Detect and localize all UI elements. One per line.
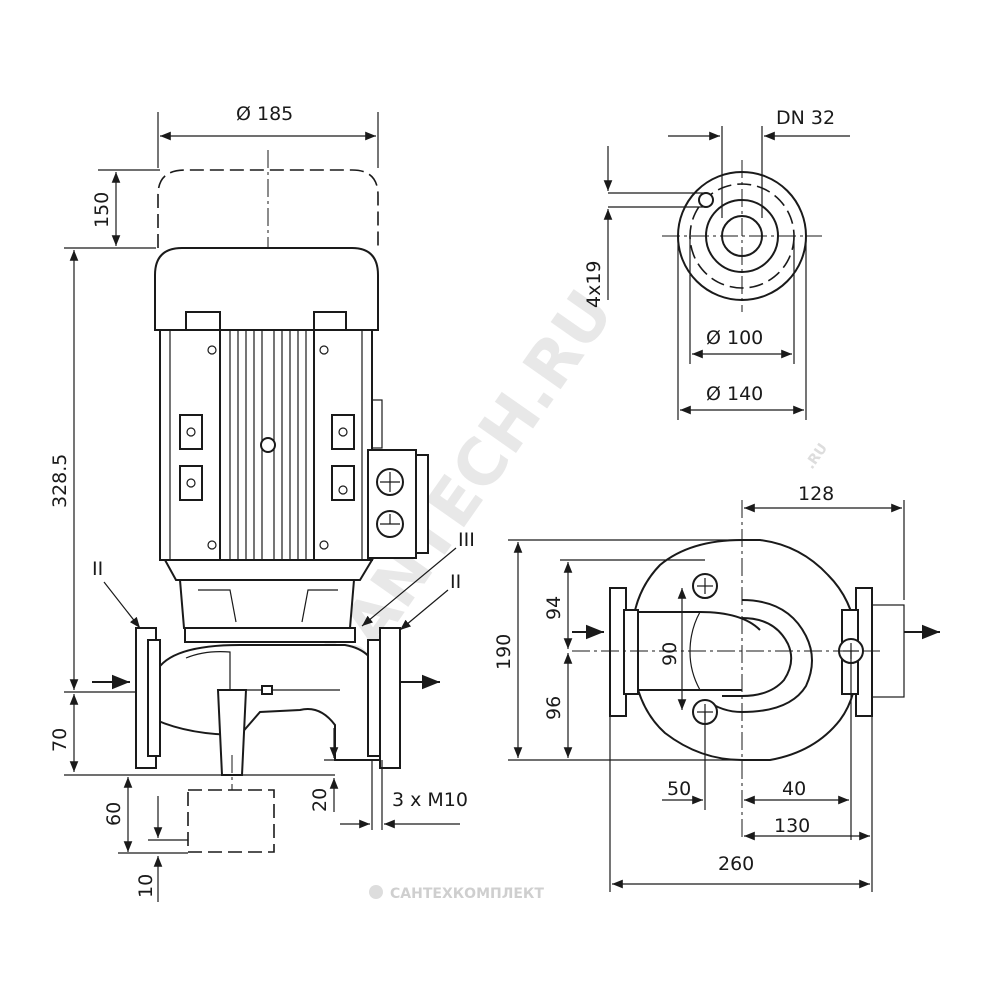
marker-left-flange: II: [92, 558, 103, 580]
volute-eye: [722, 617, 793, 697]
flange-detail: DN 32 4x19 Ø 100 Ø 140: [583, 107, 850, 420]
dim-bottom-130: 130: [774, 815, 810, 837]
front-view: II III II Ø 185 150 328.5 70 60 10: [49, 103, 475, 902]
dim-flange-dn: DN 32: [776, 107, 835, 129]
dim-foot-height: 60: [103, 802, 125, 826]
motor-adapter: [163, 559, 374, 581]
dim-width-128: 128: [798, 483, 834, 505]
dim-bottom-40: 40: [782, 778, 806, 800]
pump-volute: [155, 644, 381, 761]
terminal-box: [367, 449, 417, 559]
motor-center-bolt: [260, 437, 276, 453]
marker-right-flange: II: [450, 571, 461, 593]
dim-flange-holes: 4x19: [583, 260, 605, 308]
marker-seal: III: [458, 529, 475, 551]
dim-flange-bolt: 20: [309, 788, 331, 812]
right-flange: [379, 627, 401, 769]
motor-removal-envelope: [157, 169, 379, 248]
dim-width-190: 190: [493, 634, 515, 670]
watermark-small: .RU: [802, 441, 831, 473]
flange-bolt-hole: [698, 192, 714, 208]
dim-bottom-96: 96: [543, 696, 565, 720]
lantern: [178, 579, 356, 629]
dim-bottom-50: 50: [667, 778, 691, 800]
dim-motor-diameter: Ø 185: [236, 103, 293, 125]
dim-base-height: 70: [49, 728, 71, 752]
dim-motor-removal: 150: [91, 192, 113, 228]
footer-brand-text: САНТЕХКОМПЛЕКТ: [390, 886, 544, 902]
dim-foot-offset: 10: [135, 874, 157, 898]
volute-inner: [705, 599, 813, 714]
dim-center-90: 90: [659, 642, 681, 666]
left-bracket: [185, 311, 221, 560]
dim-top-94: 94: [543, 596, 565, 620]
dim-bolt-circle: Ø 100: [706, 327, 763, 349]
dim-bolts: 3 x M10: [392, 789, 468, 811]
top-view: 128 190 94 96 90 50 40 130 260: [493, 483, 940, 892]
base-footprint: [187, 789, 275, 853]
dim-overall-260: 260: [718, 853, 754, 875]
dim-flange-outer: Ø 140: [706, 383, 763, 405]
right-bracket: [313, 311, 347, 560]
dim-total-height: 328.5: [49, 454, 71, 508]
fan-hood: [154, 247, 379, 331]
footer-brand: САНТЕХКОМПЛЕКТ: [369, 885, 544, 902]
